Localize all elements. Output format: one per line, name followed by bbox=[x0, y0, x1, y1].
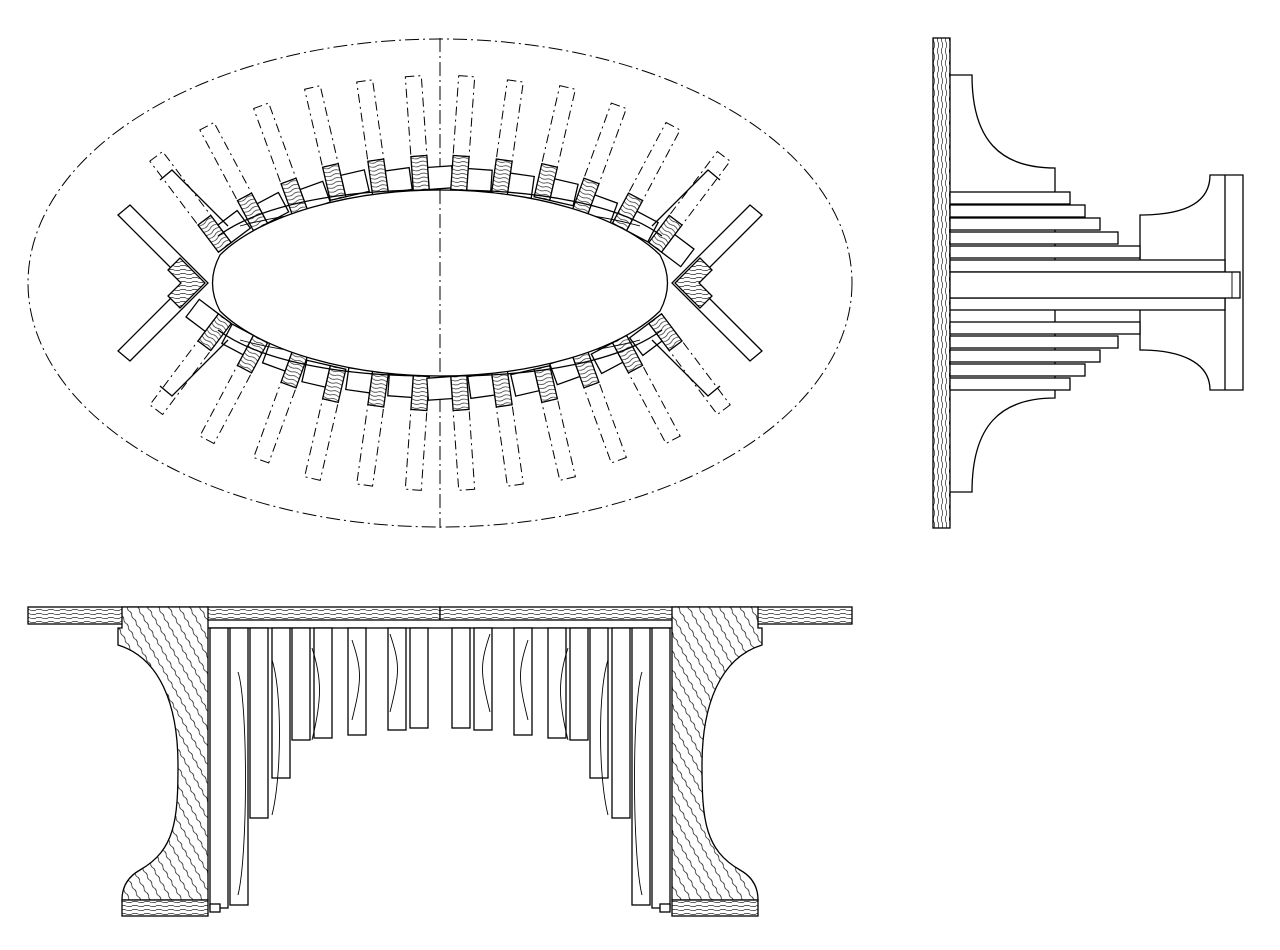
front-fin-right-9 bbox=[451, 627, 471, 729]
front-fin-left-2 bbox=[229, 627, 249, 906]
plan-fin-2 bbox=[387, 373, 430, 491]
plan-fin-10 bbox=[199, 323, 269, 445]
plan-fin-7 bbox=[253, 102, 332, 217]
front-fin-left-3 bbox=[249, 627, 269, 819]
side-fin-group bbox=[949, 191, 1241, 391]
side-fin-9 bbox=[949, 335, 1119, 349]
front-fin-group bbox=[209, 627, 671, 913]
plan-fin-16 bbox=[467, 370, 524, 487]
plan-fin-14 bbox=[426, 374, 476, 491]
front-fin-left-5 bbox=[291, 627, 311, 741]
front-apron bbox=[156, 619, 724, 629]
plan-corner-bracket-left bbox=[117, 169, 229, 397]
plan-corner-bracket-right bbox=[651, 169, 763, 397]
base-inner-opening bbox=[211, 189, 669, 377]
plan-fin-4 bbox=[345, 366, 390, 487]
plan-fin-1 bbox=[404, 75, 454, 192]
side-view bbox=[932, 37, 1244, 529]
front-right-leg bbox=[671, 606, 763, 901]
front-fin-left-4 bbox=[271, 627, 291, 779]
front-left-leg bbox=[117, 606, 209, 901]
front-right-foot-block bbox=[659, 903, 671, 913]
side-fin-2 bbox=[949, 204, 1086, 218]
plan-fin-20 bbox=[548, 349, 627, 464]
plan-fin-3 bbox=[356, 79, 413, 196]
front-fin-right-1 bbox=[651, 627, 671, 909]
front-fin-left-6 bbox=[313, 627, 333, 739]
plan-fin-23 bbox=[647, 150, 731, 268]
front-fin-left-9 bbox=[409, 627, 429, 729]
side-fin-7 bbox=[949, 297, 1226, 311]
front-fin-left-7 bbox=[347, 627, 367, 736]
plan-fin-24 bbox=[628, 312, 731, 416]
side-fin-5 bbox=[949, 245, 1141, 259]
plan-fin-12 bbox=[149, 298, 233, 416]
front-fin-right-4 bbox=[589, 627, 609, 779]
plan-fin-6 bbox=[301, 359, 347, 481]
side-fin-6 bbox=[949, 259, 1226, 273]
plan-fin-11 bbox=[149, 150, 252, 254]
front-fin-right-7 bbox=[513, 627, 533, 736]
plan-fin-21 bbox=[611, 121, 681, 243]
plan-fin-group bbox=[149, 75, 731, 491]
plan-fin-18 bbox=[509, 364, 576, 481]
side-fin-3 bbox=[949, 217, 1101, 231]
side-fin-12 bbox=[949, 377, 1071, 391]
side-fin-8 bbox=[949, 321, 1141, 335]
front-left-foot bbox=[121, 899, 209, 917]
front-right-foot bbox=[671, 899, 759, 917]
side-fin-4 bbox=[949, 231, 1119, 245]
side-fin-1 bbox=[949, 191, 1071, 205]
plan-fin-17 bbox=[533, 85, 579, 207]
side-tabletop bbox=[932, 37, 951, 529]
plan-fin-13 bbox=[450, 75, 493, 193]
front-fin-left-1 bbox=[209, 627, 229, 909]
side-right-pedestal bbox=[1139, 174, 1244, 391]
side-fin-11 bbox=[949, 363, 1086, 377]
front-left-foot-block bbox=[209, 903, 221, 913]
front-fin-right-3 bbox=[611, 627, 631, 819]
front-fin-right-6 bbox=[547, 627, 567, 739]
plan-fin-5 bbox=[304, 85, 371, 202]
front-view bbox=[27, 606, 853, 917]
front-fin-right-2 bbox=[631, 627, 651, 906]
front-fin-right-5 bbox=[569, 627, 589, 741]
plan-view bbox=[27, 38, 853, 528]
side-fin-10 bbox=[949, 349, 1101, 363]
side-center-rail bbox=[949, 271, 1241, 299]
